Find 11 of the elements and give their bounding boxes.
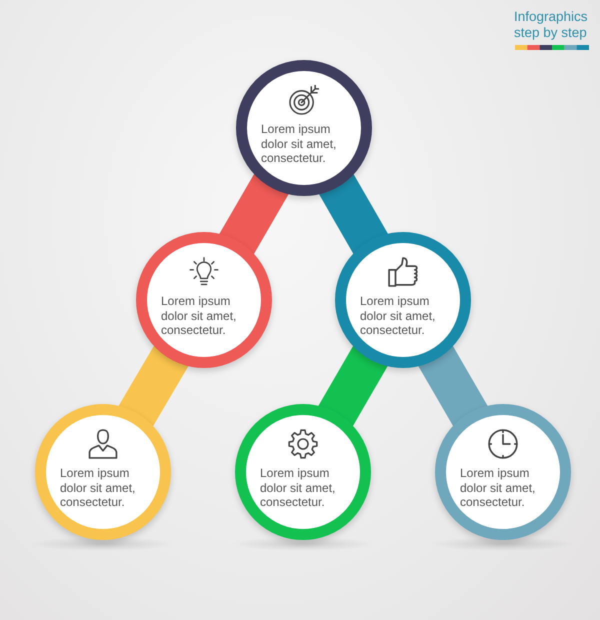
step-text: Lorem ipsum dolor sit amet, consectetur. xyxy=(60,466,136,510)
connector-band xyxy=(316,344,390,428)
connector-band xyxy=(416,344,490,428)
step-text: Lorem ipsum dolor sit amet, consectetur. xyxy=(460,466,536,510)
step-text: Lorem ipsum dolor sit amet, consectetur. xyxy=(161,294,238,338)
step-text: Lorem ipsum dolor sit amet, consectetur. xyxy=(360,294,436,338)
step-text: Lorem ipsum dolor sit amet, consectetur. xyxy=(261,122,338,166)
step-text: Lorem ipsum dolor sit amet, consectetur. xyxy=(260,466,336,510)
infographic-title: Infographics step by step xyxy=(514,9,589,41)
connector-band xyxy=(218,172,290,256)
connector-band xyxy=(117,343,190,429)
